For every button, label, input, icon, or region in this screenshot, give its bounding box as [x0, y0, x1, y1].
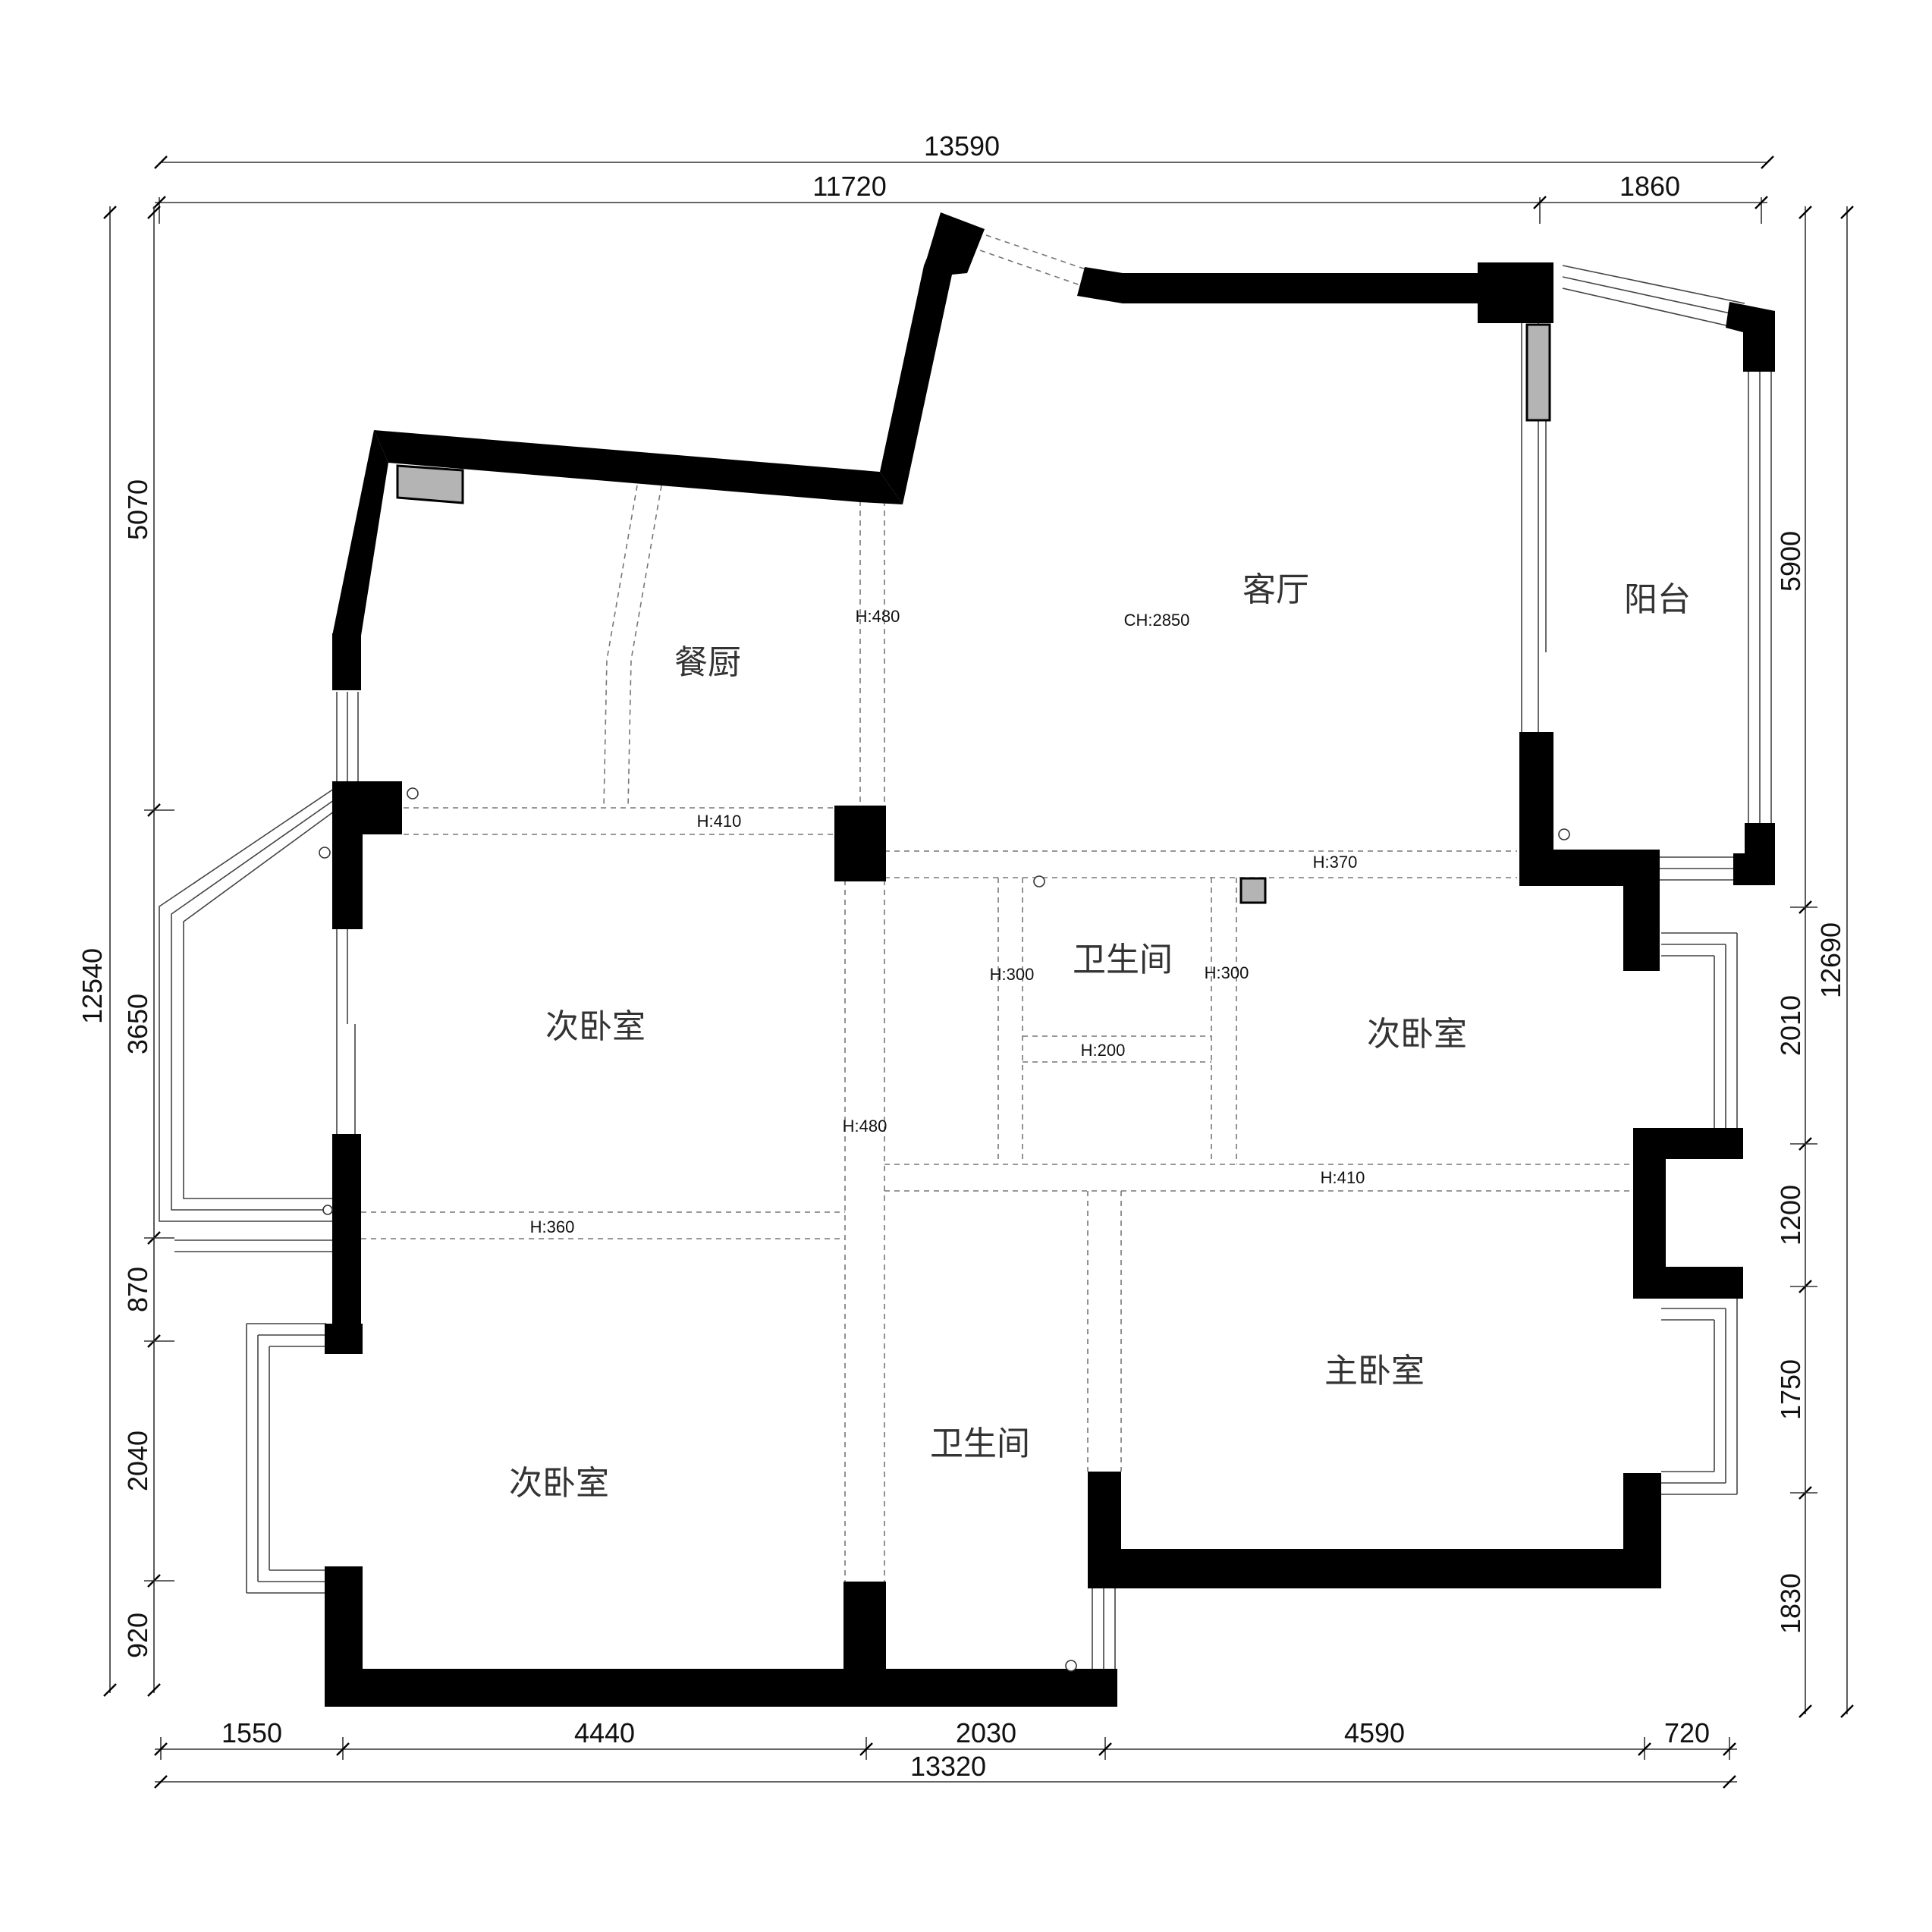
beam-corridor-label: H:480	[843, 1117, 887, 1136]
dim-bottom-seg-3: 2030	[956, 1717, 1016, 1748]
dim-left-seg-3: 870	[122, 1267, 153, 1312]
room-bathroom-top-label: 卫生间	[1073, 941, 1173, 979]
room-balcony-label: 阳台	[1624, 580, 1691, 619]
beam-right-mid-label: H:410	[1321, 1168, 1365, 1187]
room-bedroom-left-top-label: 次卧室	[545, 1007, 646, 1046]
dim-left-seg-5: 920	[122, 1613, 153, 1658]
beam-dining-label: H:480	[856, 607, 900, 626]
dim-left-seg-4: 2040	[122, 1431, 153, 1491]
room-bedroom-left-bottom-label: 次卧室	[509, 1464, 609, 1503]
shafts	[396, 323, 1551, 904]
beam-bath-left-label: H:300	[990, 965, 1035, 984]
beam-living-bottom-label: H:370	[1313, 853, 1358, 872]
dim-left-seg-1: 5070	[122, 479, 153, 540]
dim-left-overall: 12540	[77, 948, 108, 1024]
beam-bath-right-label: H:300	[1205, 963, 1249, 982]
dim-bottom-seg-1: 1550	[221, 1717, 282, 1748]
room-bathroom-bottom-label: 卫生间	[930, 1425, 1030, 1463]
dim-top-right: 1860	[1619, 171, 1680, 202]
fixtures	[319, 787, 1570, 1672]
dim-left-seg-2: 3650	[122, 994, 153, 1054]
ceiling-height-label: CH:2850	[1124, 611, 1190, 630]
height-labels: CH:2850 H:480 H:410 H:370 H:300 H:300 H:…	[530, 607, 1365, 1236]
dimension-lines	[103, 156, 1854, 1789]
dim-bottom-seg-2: 4440	[574, 1717, 635, 1748]
dim-right-seg-2: 2010	[1775, 995, 1806, 1056]
beam-bath-mid-label: H:200	[1081, 1041, 1126, 1060]
room-master-bedroom-label: 主卧室	[1324, 1352, 1425, 1390]
dim-bottom-seg-4: 4590	[1344, 1717, 1405, 1748]
dim-right-overall: 12690	[1815, 922, 1846, 998]
dim-top-overall: 13590	[924, 130, 1000, 162]
beam-left-top-label: H:410	[697, 812, 742, 831]
dim-bottom-seg-5: 720	[1664, 1717, 1710, 1748]
beams	[361, 485, 1635, 1582]
beam-left-bottom-label: H:360	[530, 1217, 575, 1236]
room-dining-kitchen-label: 餐厨	[674, 643, 741, 682]
dim-right-seg-4: 1750	[1775, 1359, 1806, 1420]
room-labels: 客厅 阳台 餐厨 次卧室 次卧室 次卧室 主卧室 卫生间 卫生间	[509, 570, 1691, 1503]
room-living-label: 客厅	[1242, 570, 1309, 609]
windows	[159, 234, 1772, 1673]
dim-top-left: 11720	[812, 171, 886, 202]
room-bedroom-right-label: 次卧室	[1367, 1015, 1467, 1054]
dim-bottom-overall: 13320	[910, 1751, 986, 1782]
dim-right-seg-3: 1200	[1775, 1185, 1806, 1246]
walls	[325, 212, 1775, 1707]
dimension-labels: 13590 11720 1860 1550 4440 2030 4590 720…	[77, 130, 1846, 1782]
dim-right-seg-1: 5900	[1775, 531, 1806, 592]
dim-right-seg-5: 1830	[1775, 1573, 1806, 1634]
